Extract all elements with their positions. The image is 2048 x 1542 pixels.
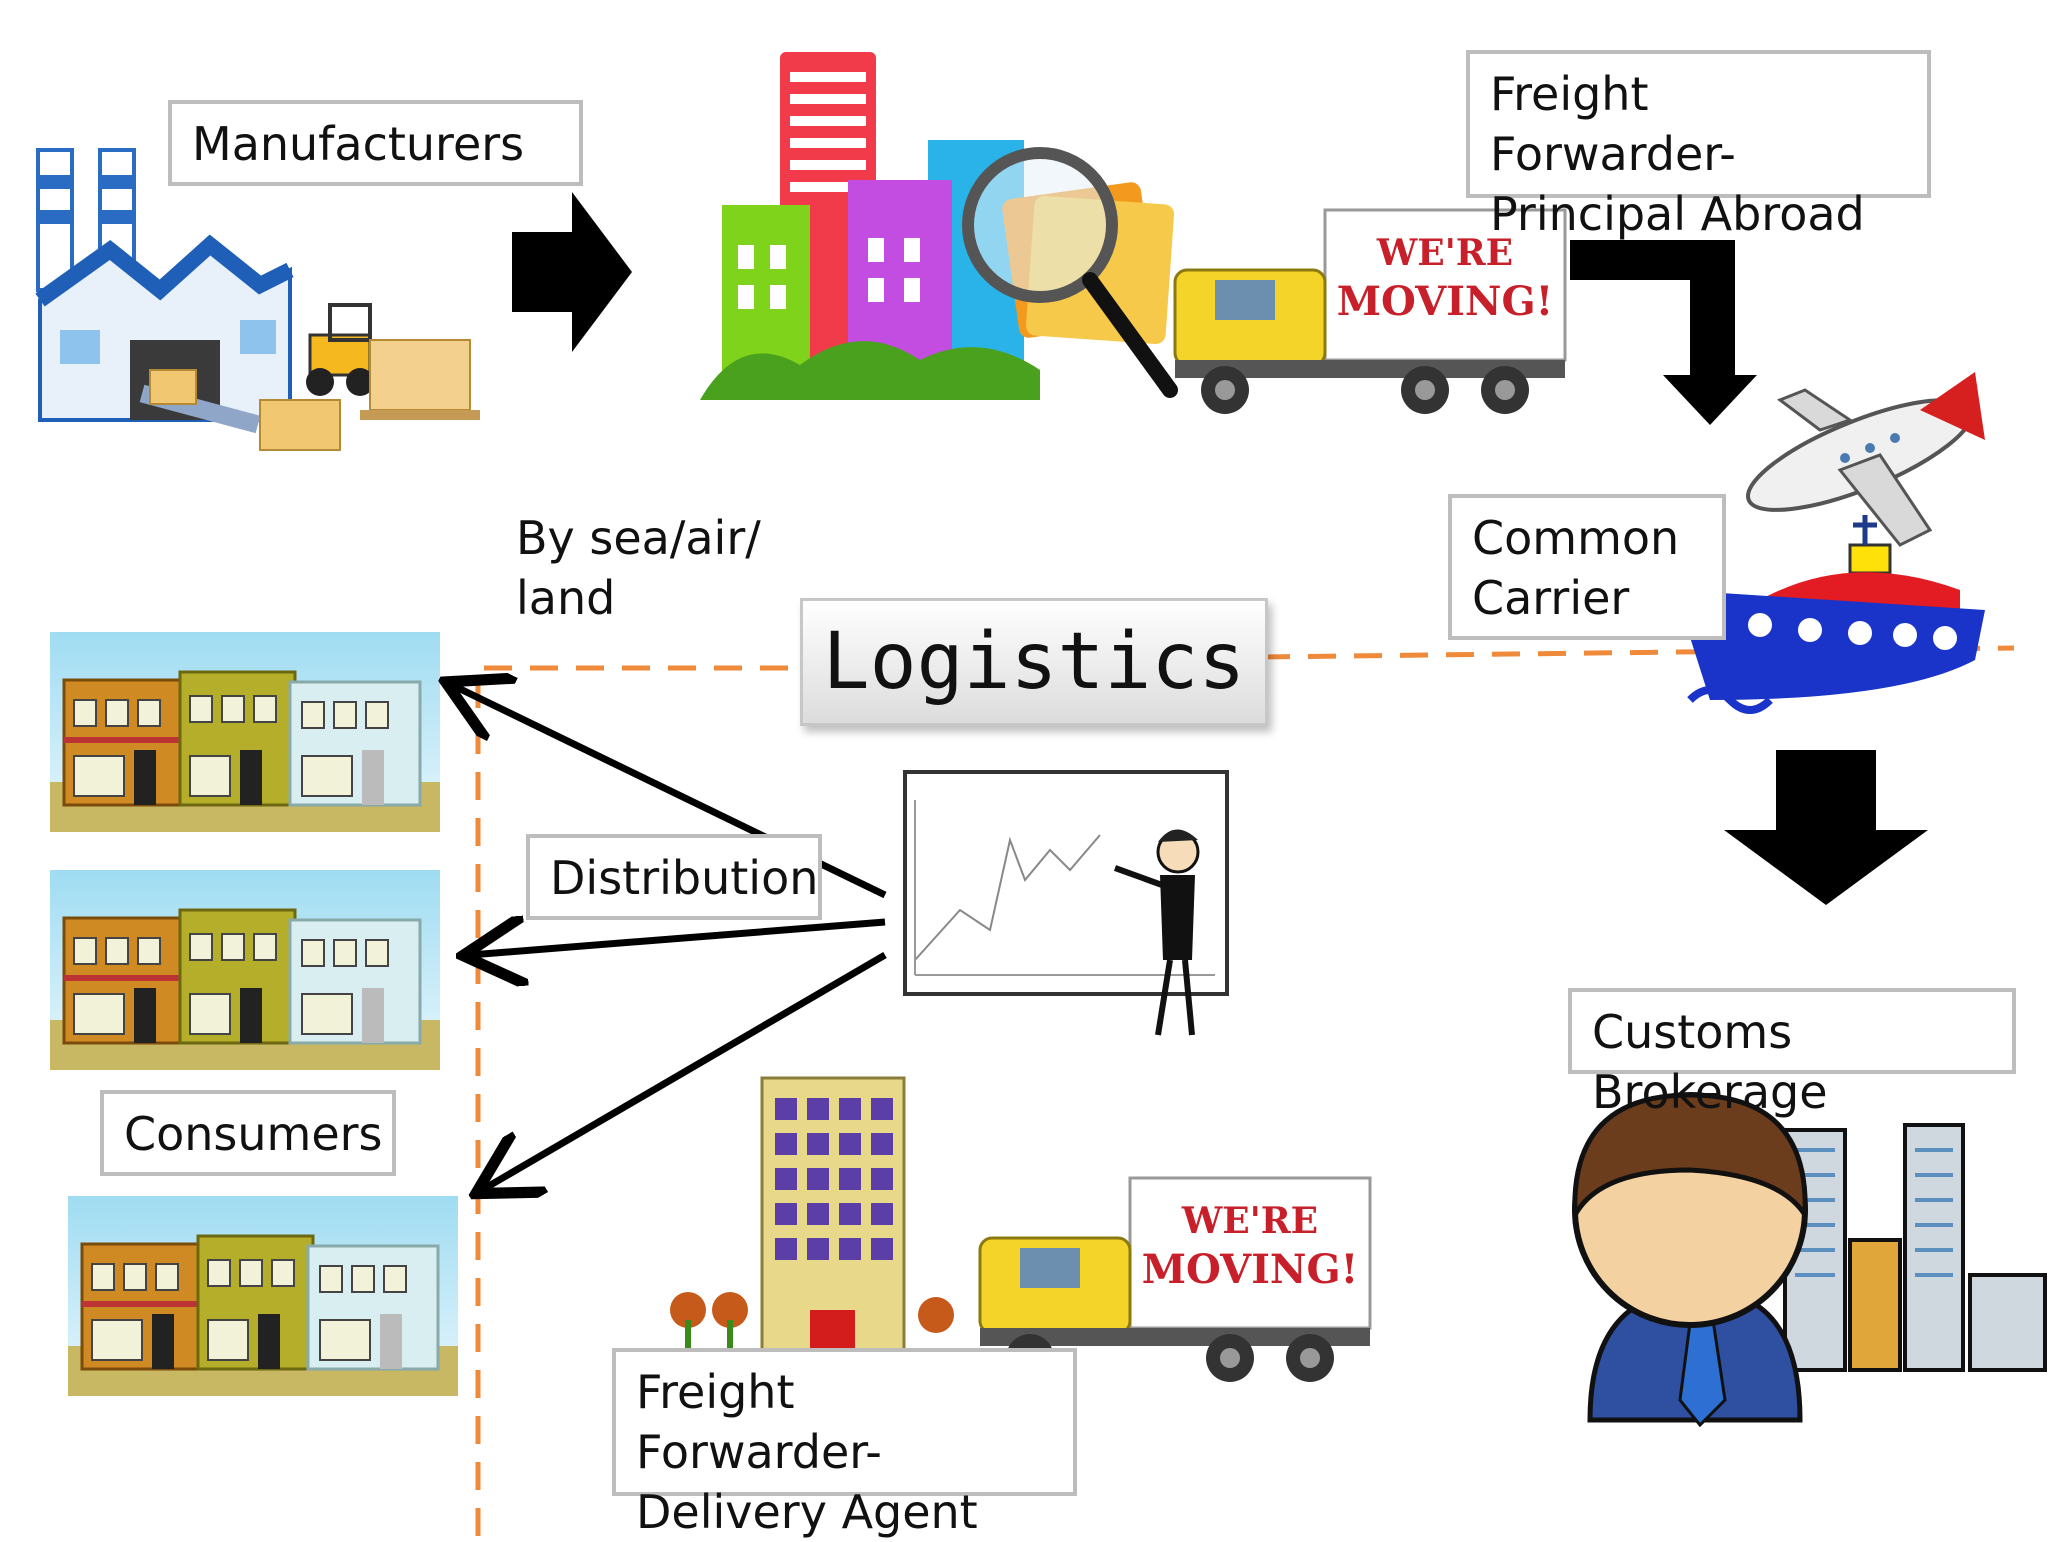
transport-mode-label: By sea/air/ land: [516, 508, 761, 628]
manufacturers-label-box: Manufacturers: [168, 100, 583, 186]
common-carrier-label-box: Common Carrier: [1448, 494, 1726, 640]
logistics-title: Logistics: [822, 617, 1246, 707]
ship-icon: [1675, 515, 1985, 714]
factory-icon: [35, 148, 480, 451]
office-building-icon: [670, 1076, 954, 1352]
ff-principal-line2: Principal Abroad: [1490, 187, 1865, 241]
common-carrier-line2: Carrier: [1472, 571, 1630, 625]
distribution-label: Distribution: [550, 851, 819, 905]
storefront-icon: [66, 1194, 460, 1398]
common-carrier-line1: Common: [1472, 511, 1680, 565]
businessman-city-icon: [1572, 1092, 2047, 1428]
logistics-title-box: Logistics: [800, 598, 1268, 726]
truck-sign-text: WE'RE: [1376, 232, 1513, 274]
arrow-manufacturers-to-city: [512, 192, 632, 352]
ff-delivery-line2: Delivery Agent: [636, 1485, 978, 1539]
magnifier-folder-icon: [962, 147, 1178, 398]
logistics-boundary-line: [475, 645, 2015, 1536]
storefront-icon: [48, 868, 442, 1072]
manufacturers-label: Manufacturers: [192, 117, 525, 171]
customs-brokerage-label-box: Customs Brokerage: [1568, 988, 2016, 1119]
moving-truck-icon: WE'RE MOVING!: [978, 1176, 1372, 1384]
transport-mode-line1: By sea/air/: [516, 511, 761, 565]
truck-sign-text: MOVING!: [1337, 278, 1553, 325]
distribution-label-box: Distribution: [526, 834, 822, 920]
moving-truck-icon: WE'RE MOVING!: [1173, 208, 1567, 416]
ff-principal-line1: Freight Forwarder-: [1490, 67, 1736, 181]
truck-sign-text: MOVING!: [1142, 1246, 1358, 1293]
consumers-label-box: Consumers: [100, 1090, 396, 1176]
ff-principal-label-box: Freight Forwarder- Principal Abroad: [1466, 50, 1931, 241]
arrow-distribution-to-consumer-3: [482, 951, 887, 1190]
ff-delivery-line1: Freight Forwarder-: [636, 1365, 882, 1479]
ff-delivery-label-box: Freight Forwarder- Delivery Agent: [612, 1348, 1077, 1539]
customs-brokerage-label: Customs Brokerage: [1592, 1005, 1828, 1119]
airplane-icon: [1746, 372, 1985, 547]
arrow-distribution-to-consumer-2: [470, 922, 886, 955]
storefront-icon: [48, 630, 442, 834]
transport-mode-line2: land: [516, 571, 616, 625]
arrow-forwarder-to-carrier: [1570, 240, 1757, 425]
consumers-label: Consumers: [124, 1107, 383, 1161]
presenter-chart-icon: [903, 770, 1229, 1036]
arrow-carrier-to-customs: [1724, 750, 1928, 905]
truck-sign-text: WE'RE: [1181, 1200, 1318, 1242]
